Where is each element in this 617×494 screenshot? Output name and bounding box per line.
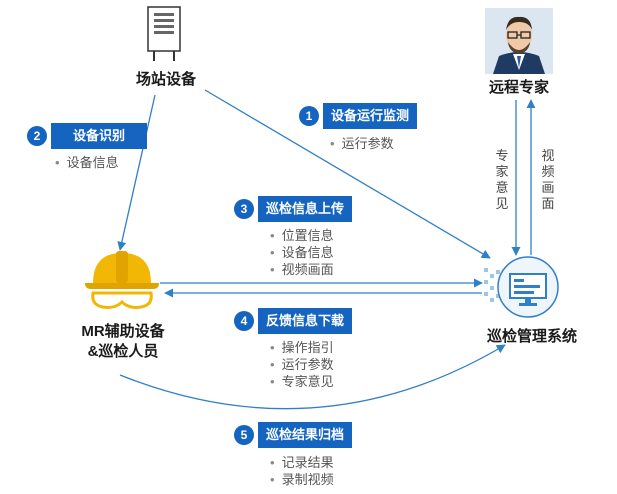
step-4-items: 操作指引 运行参数 专家意见 [270,339,334,390]
list-item: 设备信息 [270,244,334,261]
list-item: 设备信息 [55,154,119,171]
node-expert-label: 远程专家 [488,79,549,96]
step-1: 1 设备运行监测 [299,103,418,129]
list-item: 运行参数 [330,135,394,152]
expert-link-down-label: 专家意见 [495,148,509,211]
monitor-system-icon [484,256,559,318]
step-3: 3 巡检信息上传 [234,196,353,222]
list-item: 视频画面 [270,261,334,278]
step-2: 2 设备识别 [27,123,148,149]
list-item: 录制视频 [270,471,334,488]
step-4: 4 反馈信息下载 [234,308,353,334]
step-5-items: 记录结果 录制视频 [270,454,334,488]
node-station-label: 场站设备 [135,71,196,88]
helmet-icon [85,251,159,309]
node-mr-label: MR辅助设备 &巡检人员 [68,322,178,362]
step-number: 3 [234,199,254,219]
expert-link-up-label: 视频画面 [541,148,555,211]
step-2-items: 设备信息 [55,154,119,171]
node-mr-label-line2: &巡检人员 [87,343,159,360]
list-item: 记录结果 [270,454,334,471]
step-title: 设备识别 [51,123,148,149]
list-item: 位置信息 [270,227,334,244]
expert-avatar-icon [485,8,553,74]
step-3-items: 位置信息 设备信息 视频画面 [270,227,334,278]
node-system-label: 巡检管理系统 [486,328,577,345]
step-number: 4 [234,311,254,331]
step-5: 5 巡检结果归档 [234,422,353,448]
list-item: 运行参数 [270,356,334,373]
step-title: 巡检信息上传 [258,196,353,222]
arrow-mr-to-system-archive [119,344,506,410]
step-number: 1 [299,106,319,126]
arrow-station-to-mr [117,94,156,251]
step-number: 5 [234,425,254,445]
server-cabinet-icon [147,6,181,61]
step-title: 巡检结果归档 [258,422,353,448]
step-title: 反馈信息下载 [258,308,353,334]
arrow-station-to-system [204,89,491,259]
step-1-items: 运行参数 [330,135,394,152]
list-item: 操作指引 [270,339,334,356]
step-number: 2 [27,126,47,146]
node-mr-label-line1: MR辅助设备 [81,323,165,340]
list-item: 专家意见 [270,373,334,390]
step-title: 设备运行监测 [323,103,418,129]
